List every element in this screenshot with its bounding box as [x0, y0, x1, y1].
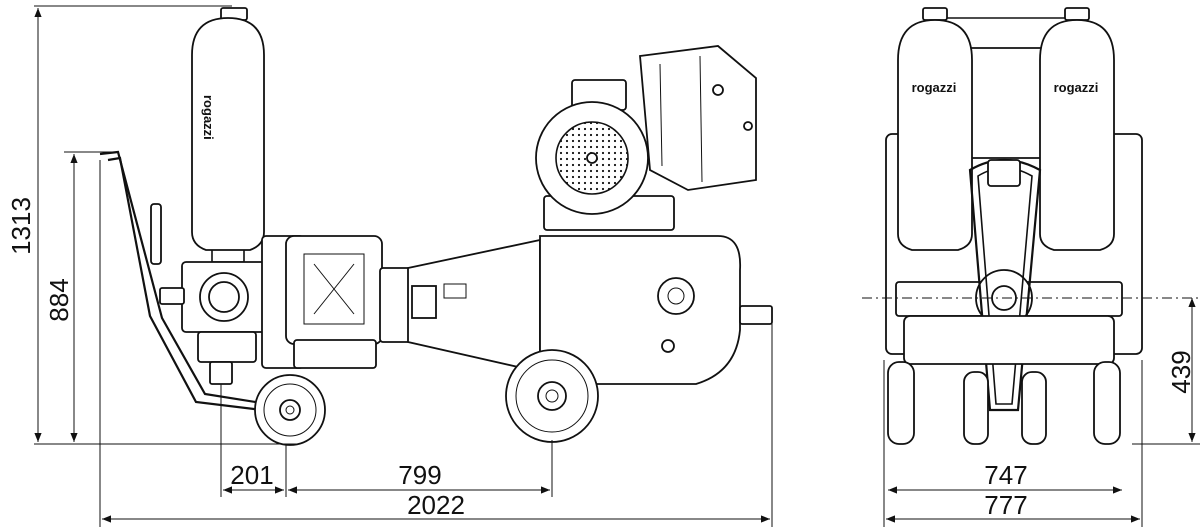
dim-overall-length: 2022: [407, 490, 465, 520]
dim-overall-height: 1313: [6, 197, 36, 255]
dim-track-width: 747: [984, 460, 1027, 490]
dim-front-offset: 201: [230, 460, 273, 490]
accumulator-tank-left: rogazzi: [897, 7, 973, 251]
front-view: rogazzi rogazzi: [862, 7, 1202, 445]
dim-handle-height: 884: [44, 278, 74, 321]
tank-brand-label-left: rogazzi: [912, 80, 957, 95]
dim-wheelbase: 799: [398, 460, 441, 490]
front-dimensions: 439 747 777: [883, 298, 1200, 527]
accumulator-tank-right: rogazzi: [1039, 7, 1115, 251]
electric-motor: [535, 79, 675, 231]
dim-axle-height: 439: [1166, 350, 1196, 393]
side-dimensions: 1313 884 201 799 2022: [6, 5, 773, 527]
pump-head: [261, 235, 411, 369]
gearbox-body: [407, 235, 773, 385]
tank-brand-label-right: rogazzi: [1054, 80, 1099, 95]
front-view-wheels: [887, 361, 1121, 445]
valve-block: [159, 261, 269, 385]
control-box: [639, 45, 757, 191]
tank-brand-label-side: rogazzi: [201, 95, 216, 140]
front-wheel: [254, 374, 326, 446]
handle-frame: [99, 150, 269, 412]
side-view: rogazzi: [99, 7, 773, 446]
rear-wheel: [505, 349, 599, 443]
dim-overall-width: 777: [984, 490, 1027, 520]
accumulator-tank-side: rogazzi: [191, 7, 265, 263]
